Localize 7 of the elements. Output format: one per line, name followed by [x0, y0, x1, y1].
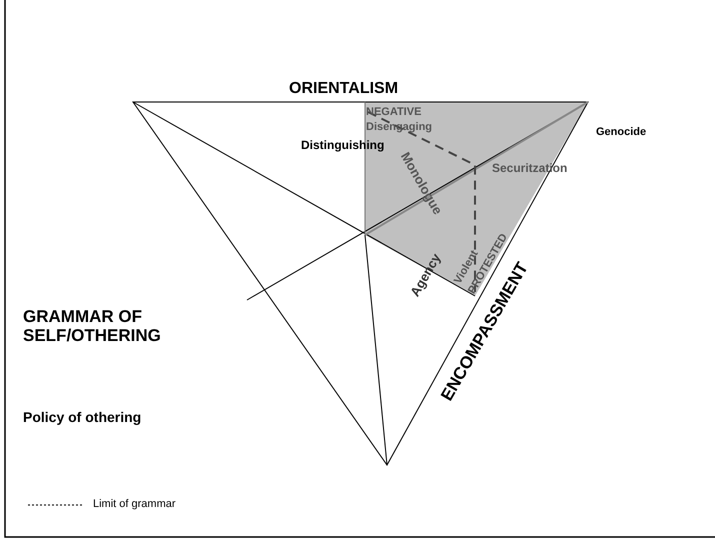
diagram-title: GRAMMAR OF SELF/OTHERING: [23, 308, 162, 346]
axis-heading: ORIENTALISM: [289, 80, 398, 98]
region-label: NEGATIVE: [366, 106, 422, 118]
legend-label: Limit of grammar: [93, 498, 176, 510]
category-label: Policy of othering: [23, 410, 142, 426]
axis-label: Distinguishing: [301, 139, 384, 152]
pole-label: Genocide: [596, 126, 646, 138]
